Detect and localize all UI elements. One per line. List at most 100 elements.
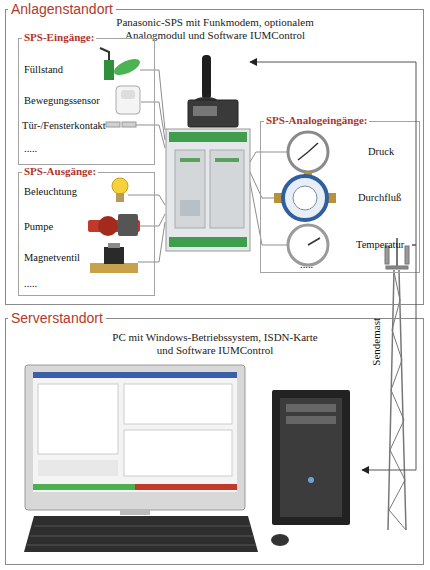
pressure-gauge <box>288 132 328 172</box>
plc-device <box>166 129 250 251</box>
door-contact <box>122 122 136 127</box>
analog-label: Durchfluß <box>358 192 401 205</box>
input-label: Bewegungssensor <box>24 95 100 108</box>
analog-group: SPS-Analogeingänge:DruckDurchflußTempera… <box>260 121 420 273</box>
pc-monitor <box>33 372 237 378</box>
radio-mast <box>386 266 408 269</box>
pc-tower <box>308 477 314 483</box>
input-wires <box>128 195 155 196</box>
plc-device <box>210 150 244 228</box>
pc-monitor <box>33 484 135 490</box>
input-wires <box>138 222 165 262</box>
pc-caption: PC mit Windows-Betriebssystem, ISDN-Kart… <box>110 331 320 357</box>
level-sensor <box>100 48 142 80</box>
temperature-gauge <box>308 238 320 245</box>
plc-device <box>180 158 200 162</box>
radio-mast <box>405 246 409 264</box>
mast-label: Sendemast <box>370 318 383 366</box>
group-heading: SPS-Ausgänge: <box>22 165 98 178</box>
input-wires <box>140 70 155 71</box>
output-label: Pumpe <box>24 221 53 234</box>
plc-device <box>202 55 211 99</box>
keyboard <box>24 516 258 552</box>
site-heading: Serverstandort <box>8 310 106 326</box>
pc-tower <box>280 398 342 517</box>
plc-device <box>180 200 200 216</box>
group-heading: SPS-Eingänge: <box>22 31 96 44</box>
input-label: ..... <box>24 143 37 156</box>
input-wires <box>136 125 165 148</box>
output-label: ..... <box>24 278 37 291</box>
pc-tower <box>286 404 336 412</box>
input-label: Tür-/Fensterkontakt <box>22 120 106 133</box>
input-wires <box>128 70 287 262</box>
pump <box>88 214 140 236</box>
pump <box>98 216 118 236</box>
pc-monitor <box>38 384 118 454</box>
site-frame: ServerstandortPC mit Windows-Betriebssys… <box>5 318 424 565</box>
group-heading: SPS-Analogeingänge: <box>264 114 369 127</box>
water-meter <box>274 176 336 220</box>
input-wires <box>260 152 287 153</box>
input-wires <box>140 214 165 226</box>
pc-monitor <box>124 430 232 476</box>
pc-monitor <box>120 510 150 515</box>
pressure-gauge <box>298 143 318 160</box>
keyboard <box>24 516 258 552</box>
signal-wire <box>155 70 165 130</box>
light-bulb <box>112 178 128 194</box>
motion-sensor <box>116 86 140 114</box>
pc-monitor <box>135 484 237 490</box>
analog-label: Druck <box>368 146 394 159</box>
plc-device <box>193 106 217 116</box>
radio-link-arrow <box>250 62 416 245</box>
input-group: SPS-Eingänge:FüllstandBewegungssensorTür… <box>18 38 155 165</box>
plc-device <box>188 100 238 127</box>
plc-device <box>166 55 250 251</box>
radio-link-arrow <box>362 245 416 470</box>
light-bulb <box>116 193 124 202</box>
analog-label: Temperatur <box>356 239 404 252</box>
output-label: Beleuchtung <box>24 186 77 199</box>
level-sensor <box>100 48 109 62</box>
output-label: Magnetventil <box>24 252 80 265</box>
output-group: SPS-Ausgänge:BeleuchtungPumpeMagnetventi… <box>18 172 155 296</box>
water-meter <box>283 176 327 220</box>
mast-node: Sendemast <box>368 238 412 532</box>
pc-tower <box>272 390 350 525</box>
pc-monitor <box>25 365 245 515</box>
solenoid-valve <box>104 247 124 264</box>
input-label: Füllstand <box>24 64 63 77</box>
level-sensor <box>112 56 142 79</box>
plc-device <box>215 158 239 162</box>
site-frame: AnlagenstandortPanasonic-SPS mit Funkmod… <box>5 9 424 305</box>
plc-device <box>169 237 247 247</box>
solenoid-valve <box>90 263 138 273</box>
pump <box>118 214 138 236</box>
pc-node: PC mit Windows-Betriebssystem, ISDN-Kart… <box>20 326 362 556</box>
water-meter <box>293 186 317 210</box>
signal-wire <box>250 152 260 162</box>
keyboard <box>27 526 256 545</box>
pc-tower <box>271 390 350 546</box>
pc-monitor <box>25 365 245 510</box>
motion-sensor <box>116 86 140 114</box>
pc-tower <box>271 534 289 546</box>
plc-node: Panasonic-SPS mit Funkmodem, optionalem … <box>165 14 250 252</box>
plc-device <box>175 150 205 228</box>
solenoid-valve <box>90 243 138 273</box>
solenoid-valve <box>108 243 120 248</box>
pc-monitor <box>33 372 237 492</box>
signal-wire <box>155 195 165 205</box>
pc-monitor <box>124 384 232 424</box>
door-contact <box>106 122 136 127</box>
radio-mast <box>389 272 406 530</box>
pc-tower <box>286 416 336 424</box>
input-wires <box>250 182 287 245</box>
door-contact <box>106 122 120 127</box>
level-sensor <box>104 60 114 80</box>
light-bulb <box>112 178 128 202</box>
